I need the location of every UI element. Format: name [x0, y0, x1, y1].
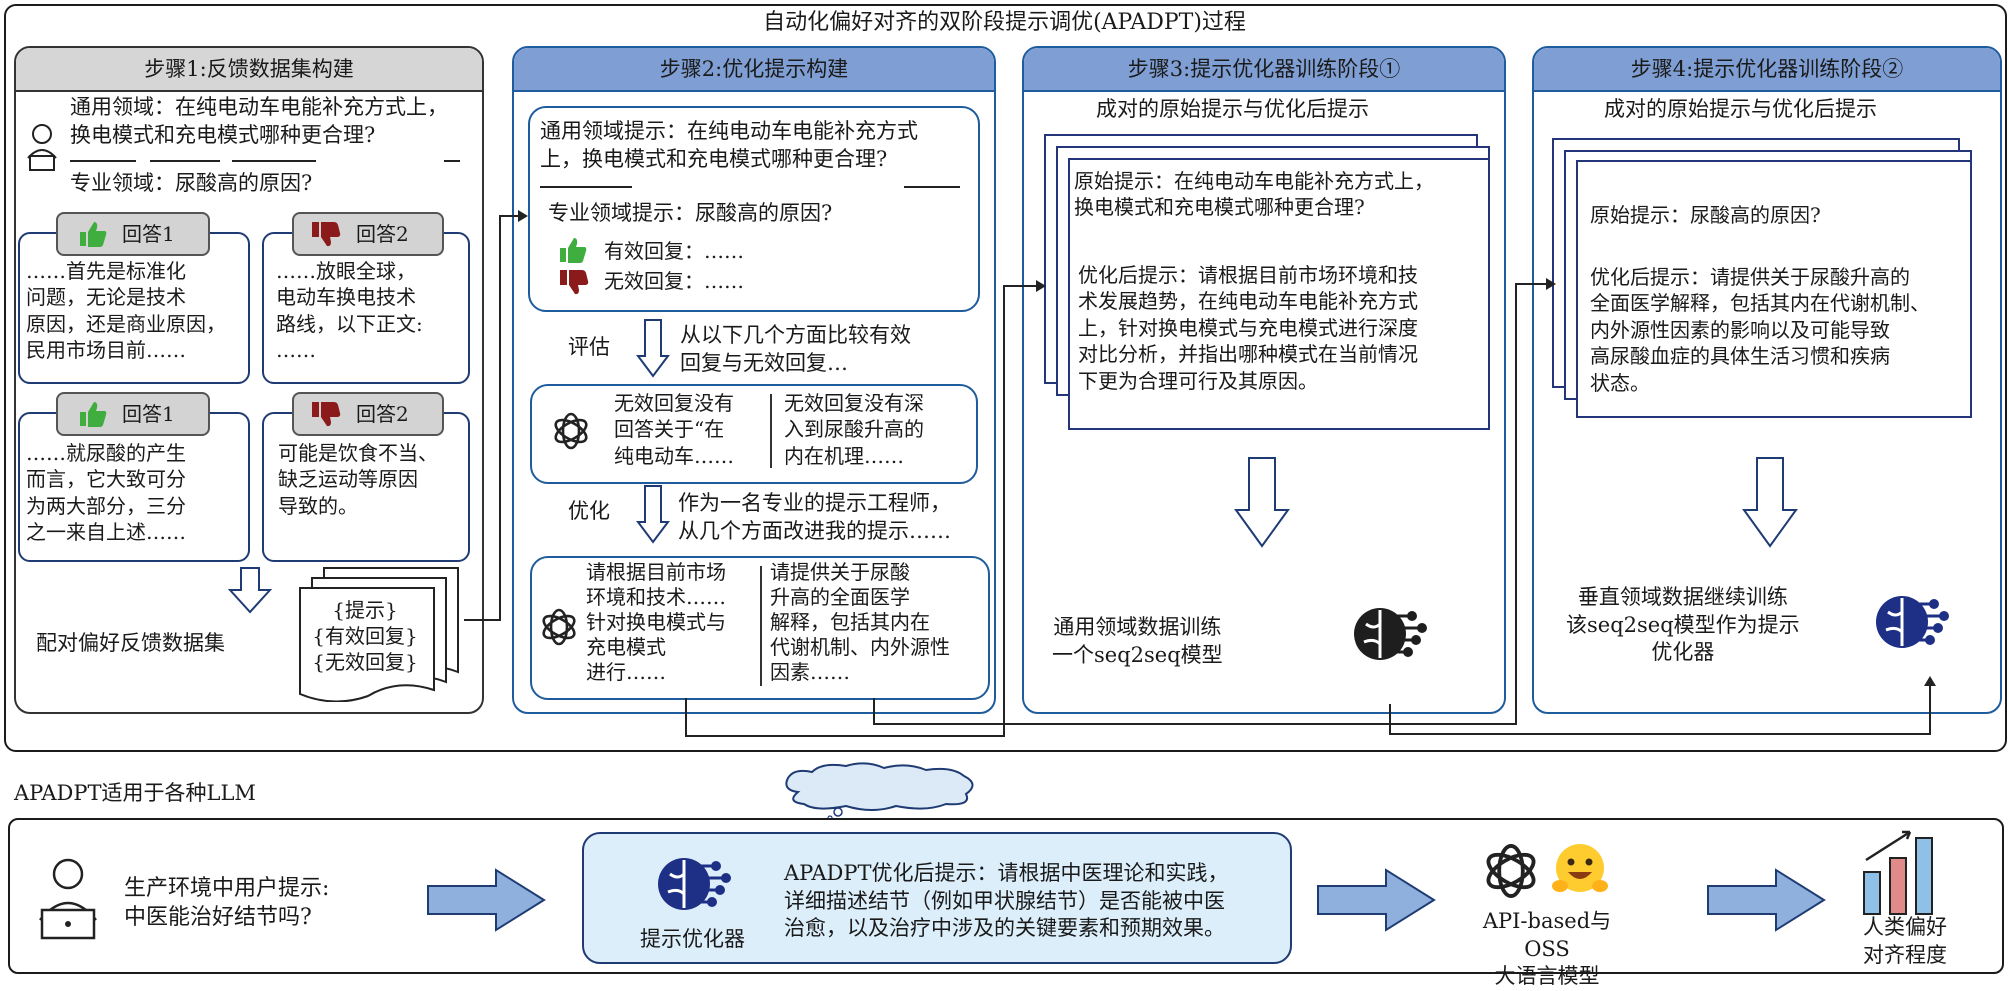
- step1-special-question: 专业领域：尿酸高的原因?: [70, 171, 313, 195]
- brain-icon: [1354, 608, 1427, 660]
- process-frame: [4, 4, 2007, 752]
- bar-chart-icon: [1863, 830, 1933, 915]
- step1-general-question: 通用领域：在纯电动车电能补充方式上， 换电模式和充电模式哪种更合理?: [70, 95, 448, 147]
- user-icon: [39, 858, 97, 940]
- answer-label: 回答1: [122, 222, 175, 246]
- arrow-right-icon: [1317, 868, 1436, 932]
- answer-pill-negative: 回答2: [292, 212, 444, 256]
- application-frame: [8, 818, 2004, 974]
- arrow-down-icon: [1742, 457, 1798, 548]
- user-prompt: 生产环境中用户提示: 中医能治好结节吗?: [124, 876, 330, 931]
- huggingface-icon: [1552, 844, 1608, 892]
- underline: [232, 160, 316, 162]
- answer-card: [18, 232, 250, 384]
- optimizer-label: 提示优化器: [640, 927, 745, 951]
- openai-icon: [1486, 843, 1536, 899]
- answer-card: [18, 412, 250, 562]
- optimized-prompt: 优化后提示：请提供关于尿酸升高的 全面医学解释，包括其内在代谢机制、 内外源性因…: [1590, 265, 1930, 395]
- critique-right: 无效回复没有深 入到尿酸升高的 内在机理……: [784, 391, 924, 468]
- divider: [770, 394, 772, 468]
- special-prompt: 专业领域提示：尿酸高的原因?: [548, 201, 833, 225]
- arrow-right-icon: [1707, 868, 1826, 932]
- thumbs-up-icon: [80, 402, 107, 427]
- answer-text: ……就尿酸的产生 而言，它大致可分 为两大部分，三分 之一来自上述……: [26, 441, 186, 545]
- underline: [540, 186, 632, 188]
- arrow-down-icon: [1234, 457, 1290, 548]
- arrow-down-icon: [228, 567, 272, 614]
- brain-icon: [658, 858, 731, 910]
- arrow-down-icon: [636, 485, 670, 544]
- openai-icon: [554, 412, 588, 450]
- step1-header: 步骤1:反馈数据集构建: [16, 48, 482, 92]
- answer-label: 回答1: [122, 402, 175, 426]
- metric-label: 人类偏好 对齐程度: [1863, 915, 1947, 967]
- step2-header: 步骤2:优化提示构建: [514, 48, 994, 92]
- step3-train-text: 通用领域数据训练 一个seq2seq模型: [1052, 615, 1223, 667]
- valid-reply: 有效回复：……: [604, 239, 744, 263]
- thumbs-down-icon: [560, 270, 589, 295]
- optimized-right: 请提供关于尿酸 升高的全面医学 解释，包括其内在 代谢机制、内外源性 因素……: [770, 560, 950, 684]
- underline: [150, 160, 220, 162]
- optimized-prompt: 优化后提示：请根据目前市场环境和技 术发展趋势，在纯电动车电能补充方式 上，针对…: [1078, 263, 1418, 393]
- document-stack-icon: [299, 567, 459, 702]
- prompt-box: [528, 106, 980, 312]
- optimize-label: 优化: [568, 499, 610, 523]
- original-prompt: 原始提示：在纯电动车电能补充方式上， 换电模式和充电模式哪种更合理?: [1074, 169, 1434, 220]
- stacked-card: [1576, 160, 1972, 418]
- answer-pill-positive: 回答1: [56, 212, 210, 256]
- underline: [70, 160, 136, 162]
- thumbs-down-icon: [312, 402, 341, 427]
- document-fields: {提示} {有效回复} {无效回复}: [312, 598, 418, 674]
- openai-icon: [542, 608, 576, 646]
- answer-text: 可能是饮食不当、 缺乏运动等原因 导致的。: [278, 441, 438, 518]
- thumbs-up-icon: [560, 238, 587, 263]
- step3-header: 步骤3:提示优化器训练阶段①: [1024, 48, 1504, 92]
- original-prompt: 原始提示：尿酸高的原因?: [1590, 203, 1821, 227]
- optimized-left: 请根据目前市场 环境和技术…… 针对换电模式与 充电模式 进行……: [586, 560, 726, 684]
- answer-text: ……首先是标准化 问题，无论是技术 原因，还是商业原因， 民用市场目前……: [26, 259, 226, 363]
- answer-label: 回答2: [356, 222, 409, 246]
- dataset-label: 配对偏好反馈数据集: [36, 631, 225, 655]
- llm-label: API-based与OSS 大语言模型: [1482, 909, 1612, 989]
- step4-subtitle: 成对的原始提示与优化后提示: [1604, 97, 1877, 121]
- evaluate-text: 从以下几个方面比较有效 回复与无效回复…: [680, 323, 911, 375]
- critique-left: 无效回复没有 回答关于“在 纯电动车……: [614, 391, 734, 468]
- arrow-right-icon: [427, 868, 546, 932]
- answer-pill-negative: 回答2: [292, 392, 444, 436]
- thumbs-up-icon: [80, 222, 107, 247]
- user-icon: [27, 124, 57, 171]
- answer-card: [262, 412, 470, 562]
- critique-box: [530, 384, 978, 484]
- thumbs-down-icon: [312, 222, 341, 247]
- general-prompt: 通用领域提示：在纯电动车电能补充方式 上，换电模式和充电模式哪种更合理?: [540, 119, 918, 171]
- optimize-text: 作为一名专业的提示工程师， 从几个方面改进我的提示……: [678, 491, 951, 543]
- evaluate-label: 评估: [568, 335, 610, 359]
- underline: [904, 186, 960, 188]
- divider: [760, 566, 762, 686]
- step4-header: 步骤4:提示优化器训练阶段②: [1534, 48, 2000, 92]
- optimized-prompt-example: APADPT优化后提示：请根据中医理论和实践， 详细描述结节（例如甲状腺结节）是…: [784, 861, 1229, 941]
- bottom-caption: APADPT适用于各种LLM: [14, 781, 256, 805]
- answer-text: ……放眼全球， 电动车换电技术 路线，以下正文: ……: [276, 259, 423, 363]
- diagram-title: 自动化偏好对齐的双阶段提示调优(APADPT)过程: [763, 10, 1246, 35]
- step4-train-text: 垂直领域数据继续训练 该seq2seq模型作为提示 优化器: [1566, 585, 1800, 665]
- underline: [444, 160, 460, 162]
- brain-icon: [1876, 596, 1949, 648]
- cloud-icon: [785, 762, 974, 820]
- step3-subtitle: 成对的原始提示与优化后提示: [1096, 97, 1369, 121]
- stacked-card: [1068, 158, 1490, 430]
- answer-label: 回答2: [356, 402, 409, 426]
- arrow-down-icon: [636, 319, 670, 378]
- answer-pill-positive: 回答1: [56, 392, 210, 436]
- invalid-reply: 无效回复：……: [604, 269, 744, 293]
